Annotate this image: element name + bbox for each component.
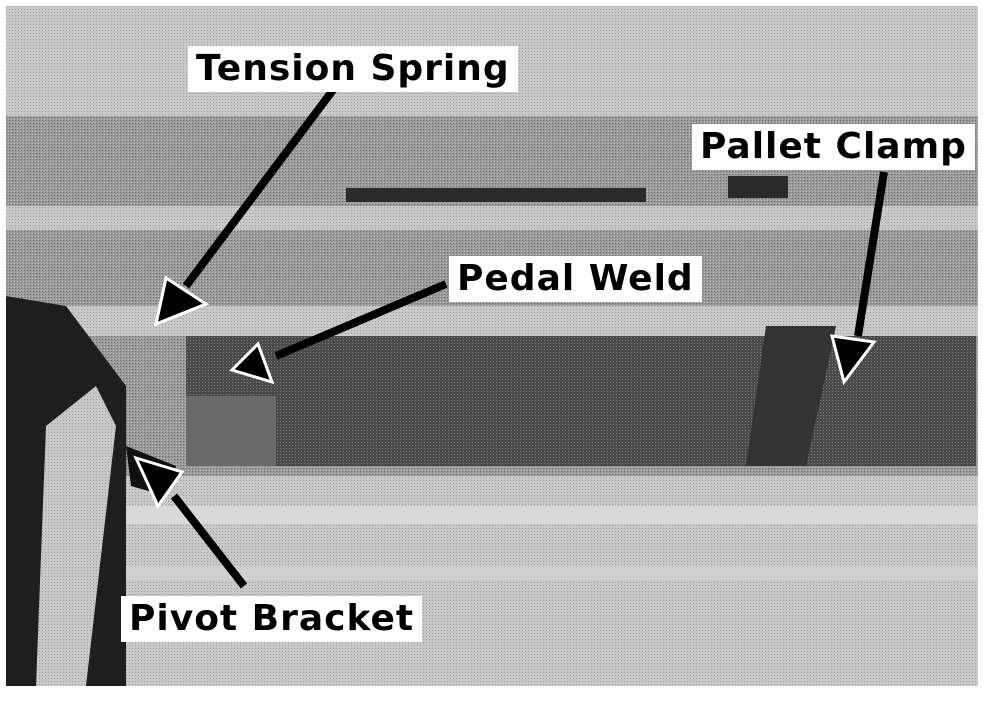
tension-spring-label: Tension Spring (188, 46, 518, 92)
photo-scene (6, 6, 978, 686)
pedal-weld-label: Pedal Weld (449, 256, 702, 302)
clamp-top-shadow (728, 176, 788, 198)
arrow-pedal-weld (229, 280, 448, 385)
upper-rail (6, 206, 978, 230)
floor-stripe-2 (126, 566, 978, 580)
floor-stripe (126, 506, 978, 524)
chain (36, 386, 116, 686)
pivot-bracket-label: Pivot Bracket (121, 596, 423, 642)
pallet-clamp-part (746, 326, 836, 466)
pallet-clamp-label: Pallet Clamp (692, 124, 975, 170)
arrow-pivot-bracket (133, 455, 248, 589)
pedal-weld-part (186, 396, 276, 466)
arrow-tension-spring (153, 83, 340, 327)
arrow-pallet-clamp (829, 171, 888, 386)
rail-shadow (346, 188, 646, 202)
machine-photo: Tension Spring Pallet Clamp Pedal Weld P… (6, 6, 978, 686)
